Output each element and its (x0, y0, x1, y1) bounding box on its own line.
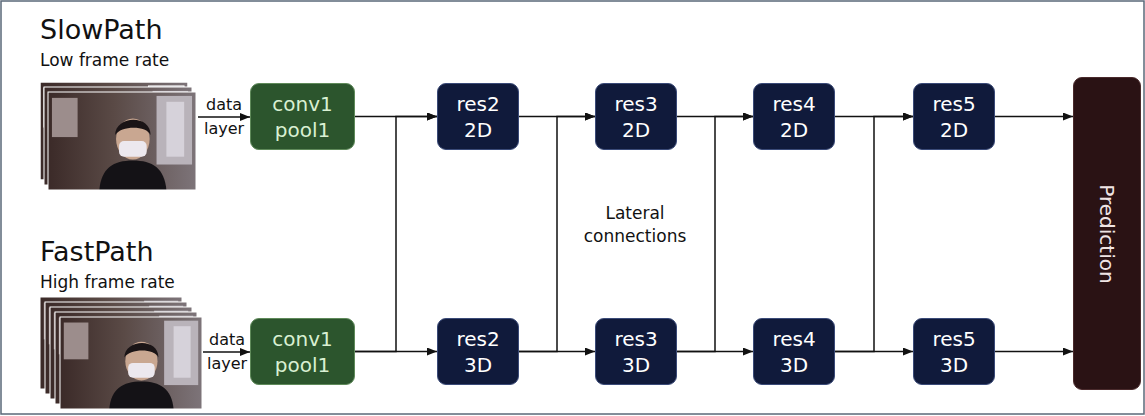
res-block: res3 3D (595, 318, 677, 385)
path-title: FastPath (40, 236, 154, 268)
video-frame (45, 302, 187, 394)
block-label: res5 3D (932, 326, 975, 378)
res-block: res3 2D (595, 83, 677, 150)
frame-edge (60, 317, 202, 409)
video-frame (55, 312, 197, 404)
frame-edge (48, 92, 196, 190)
path-subtitle: Low frame rate (40, 50, 169, 70)
block-label: res4 2D (772, 91, 815, 143)
flow-arrow (835, 116, 913, 118)
lateral-label: Lateral connections (584, 202, 687, 248)
video-frame (50, 307, 192, 399)
flow-arrow (677, 116, 753, 118)
flow-arrow (519, 351, 595, 353)
frame-edge (55, 312, 197, 404)
res-block: res4 2D (753, 83, 835, 150)
res-block: res2 2D (437, 83, 519, 150)
data-layer-label: data layer (204, 93, 244, 141)
block-label: res5 2D (932, 91, 975, 143)
video-frame (48, 92, 196, 190)
input-arrow (198, 116, 250, 118)
frame-edge (44, 87, 192, 185)
video-frame (40, 297, 182, 389)
flow-arrow (519, 116, 595, 118)
res-block: res2 3D (437, 318, 519, 385)
video-frame (40, 82, 188, 180)
lateral-arrow (835, 117, 913, 352)
lateral-arrow (519, 117, 595, 352)
block-label: conv1 pool1 (272, 326, 332, 378)
flow-arrow (677, 351, 753, 353)
prediction-block: Prediction (1073, 77, 1141, 390)
res-block: res4 3D (753, 318, 835, 385)
block-label: Prediction (1094, 184, 1120, 283)
frame-edge (50, 307, 192, 399)
conv-block: conv1 pool1 (250, 83, 355, 150)
input-arrow (203, 351, 250, 353)
lateral-arrow (677, 117, 753, 352)
block-label: res4 3D (772, 326, 815, 378)
flow-arrow (995, 351, 1073, 353)
flow-arrow (835, 351, 913, 353)
path-title: SlowPath (40, 14, 163, 46)
res-block: res5 3D (913, 318, 995, 385)
data-layer-label: data layer (207, 328, 247, 376)
lateral-arrow (355, 117, 437, 352)
flow-arrow (995, 116, 1073, 118)
flow-arrow (355, 116, 437, 118)
video-frame (44, 87, 192, 185)
block-label: conv1 pool1 (272, 91, 332, 143)
flow-arrow (355, 351, 437, 353)
frame-edge (45, 302, 187, 394)
block-label: res2 3D (456, 326, 499, 378)
block-label: res3 3D (614, 326, 657, 378)
path-subtitle: High frame rate (40, 272, 175, 292)
video-frame (60, 317, 202, 409)
frame-edge (40, 297, 182, 389)
res-block: res5 2D (913, 83, 995, 150)
block-label: res2 2D (456, 91, 499, 143)
conv-block: conv1 pool1 (250, 318, 355, 385)
frame-edge (40, 82, 188, 180)
block-label: res3 2D (614, 91, 657, 143)
